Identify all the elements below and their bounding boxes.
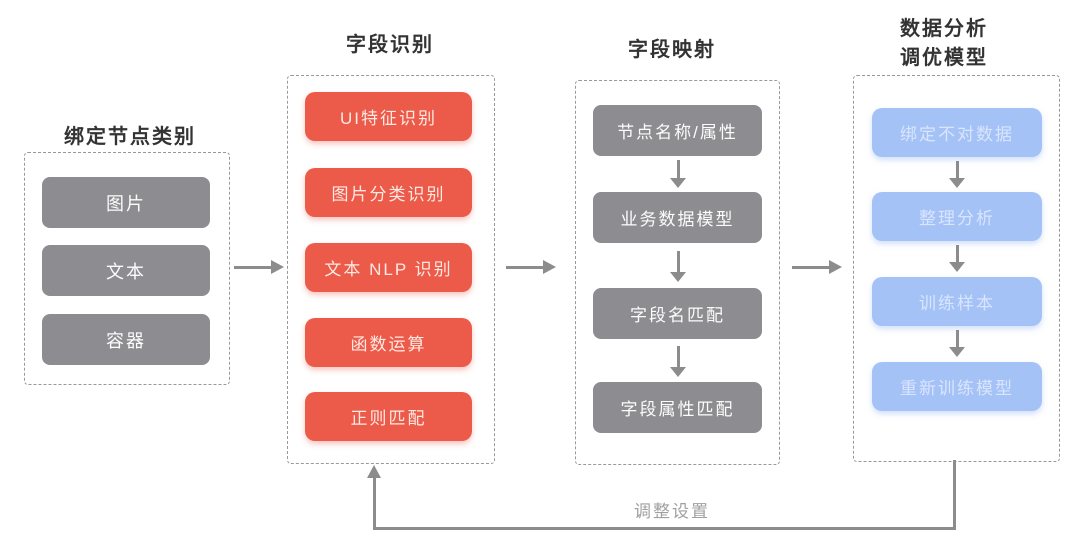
node-ui-feature-recognition: UI特征识别	[305, 92, 472, 141]
arrow-down-icon	[670, 346, 686, 377]
column-title-field-mapping: 字段映射	[628, 39, 716, 61]
arrow-right-icon	[506, 260, 556, 274]
node-organize-analysis: 整理分析	[872, 192, 1042, 241]
node-text-nlp-recognition: 文本 NLP 识别	[305, 243, 472, 292]
arrow-down-icon	[670, 251, 686, 282]
column-title-field-recognition: 字段识别	[346, 34, 434, 56]
arrow-down-icon	[949, 161, 965, 188]
group-field-recognition	[287, 75, 495, 464]
feedback-arrow-label: 调整设置	[634, 502, 710, 521]
node-wrong-bound-data: 绑定不对数据	[872, 108, 1042, 157]
column-title-data-analysis-line2: 调优模型	[900, 47, 988, 69]
group-field-mapping	[575, 80, 780, 465]
group-bind-node-type	[24, 152, 230, 385]
arrow-right-icon	[234, 260, 284, 274]
node-container: 容器	[42, 314, 210, 365]
node-node-name-attribute: 节点名称/属性	[593, 105, 762, 156]
column-title-bind-node-type: 绑定节点类别	[64, 126, 196, 148]
node-retrain-model: 重新训练模型	[872, 362, 1042, 411]
node-function-operation: 函数运算	[305, 318, 472, 367]
node-business-data-model: 业务数据模型	[593, 192, 762, 243]
feedback-arrow-segment-bottom	[373, 527, 956, 530]
node-training-samples: 训练样本	[872, 277, 1042, 326]
node-field-attribute-matching: 字段属性匹配	[593, 382, 762, 433]
arrow-down-icon	[670, 160, 686, 188]
arrow-down-icon	[949, 245, 965, 272]
arrow-right-icon	[792, 260, 842, 274]
arrow-down-icon	[949, 330, 965, 357]
node-regex-matching: 正则匹配	[305, 392, 472, 441]
column-title-data-analysis-line1: 数据分析	[900, 18, 988, 40]
group-data-analysis-tuning	[853, 75, 1060, 462]
feedback-arrow-segment-right	[953, 460, 956, 530]
arrow-up-icon	[367, 465, 381, 478]
node-text: 文本	[42, 245, 210, 296]
node-field-name-matching: 字段名匹配	[593, 288, 762, 339]
feedback-arrow-segment-left	[373, 477, 376, 530]
node-image-classification-recognition: 图片分类识别	[305, 168, 472, 217]
node-image: 图片	[42, 177, 210, 228]
